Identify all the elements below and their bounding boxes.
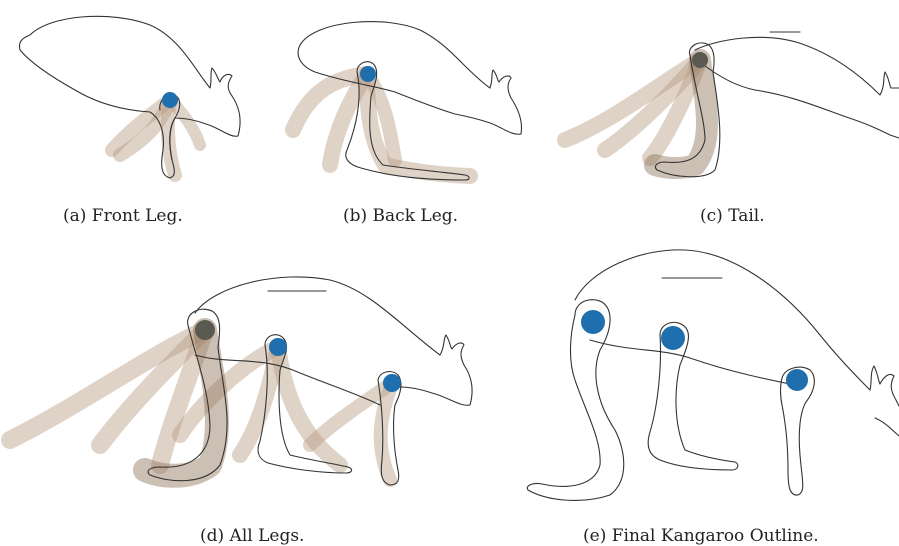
caption-back-leg: (b) Back Leg.: [343, 206, 458, 226]
back-leg-joint: [360, 66, 376, 82]
caption-front-leg: (a) Front Leg.: [63, 206, 183, 226]
panel-back-leg: (b) Back Leg.: [275, 0, 550, 240]
final-tail-joint: [581, 310, 605, 334]
all-legs-illustration: [0, 255, 520, 500]
final-outline-illustration: [520, 240, 899, 500]
panel-final-outline: (e) Final Kangaroo Outline.: [520, 240, 899, 544]
front-leg-illustration: [0, 0, 300, 200]
caption-final-outline: (e) Final Kangaroo Outline.: [583, 526, 819, 546]
caption-tail: (c) Tail.: [700, 206, 765, 226]
final-back-leg-joint: [661, 326, 685, 350]
caption-all-legs: (d) All Legs.: [200, 526, 304, 546]
back-leg-illustration: [275, 0, 550, 200]
all-legs-front-leg-joint: [383, 374, 401, 392]
final-front-leg-joint: [786, 369, 808, 391]
panel-front-leg: (a) Front Leg.: [0, 0, 300, 240]
panel-tail: (c) Tail.: [555, 0, 899, 240]
panel-all-legs: (d) All Legs.: [0, 255, 520, 544]
all-legs-tail-joint: [195, 320, 215, 340]
tail-joint: [692, 52, 708, 68]
tail-illustration: [555, 0, 899, 200]
front-leg-joint: [162, 92, 178, 108]
all-legs-back-leg-joint: [269, 338, 287, 356]
